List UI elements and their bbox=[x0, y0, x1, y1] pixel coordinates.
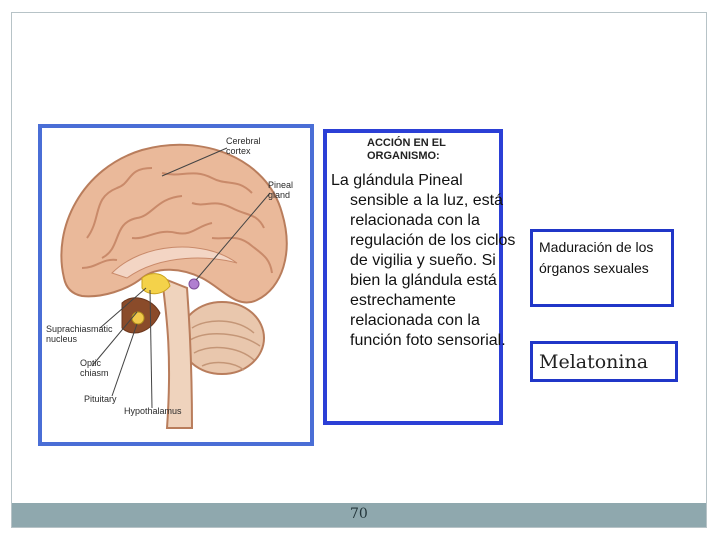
footer-bar bbox=[12, 503, 706, 527]
label-optic-chiasm: Optic chiasm bbox=[80, 358, 109, 378]
melatonina-box: Melatonina bbox=[530, 341, 678, 382]
brain-illustration: Cerebral cortex Pineal gland Suprachiasm… bbox=[38, 124, 314, 446]
text-box-title: ACCIÓN EN EL ORGANISMO: bbox=[367, 137, 446, 162]
label-pituitary: Pituitary bbox=[84, 394, 117, 404]
page-number: 70 bbox=[350, 506, 368, 522]
label-cerebral-cortex: Cerebral cortex bbox=[226, 136, 261, 156]
label-hypothalamus: Hypothalamus bbox=[124, 406, 182, 416]
text-box-body: La glándula Pineal sensible a la luz, es… bbox=[331, 172, 516, 349]
brain-drawing bbox=[60, 143, 288, 429]
label-pineal-gland: Pineal gland bbox=[268, 180, 294, 200]
description-text-box: ACCIÓN EN EL ORGANISMO: La glándula Pine… bbox=[323, 129, 515, 425]
label-suprachiasmatic-nucleus: Suprachiasmatic nucleus bbox=[46, 324, 113, 344]
maduracion-box: Maduración de los órganos sexuales bbox=[530, 229, 674, 307]
